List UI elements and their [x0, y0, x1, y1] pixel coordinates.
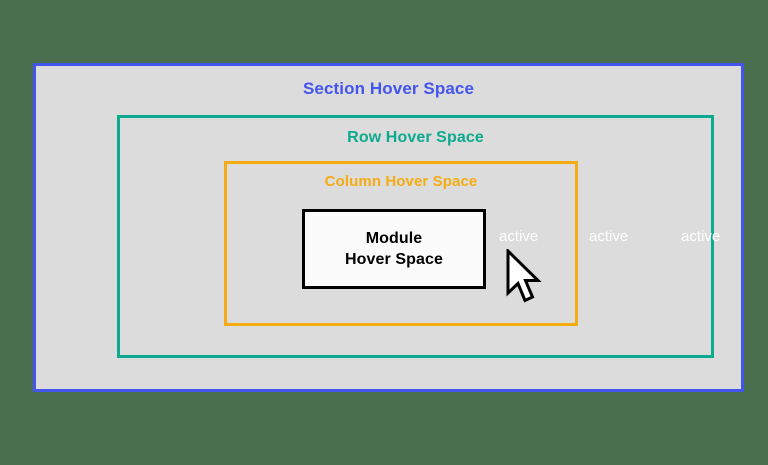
- row-hover-space-label: Row Hover Space: [347, 129, 484, 146]
- module-label-line-2: Hover Space: [344, 251, 444, 268]
- active-marker-section: active: [681, 228, 721, 245]
- module-hover-space-box[interactable]: Module Hover Space: [302, 209, 486, 289]
- section-hover-space-label: Section Hover Space: [302, 79, 475, 98]
- module-label-line-1: Module: [365, 229, 423, 247]
- active-marker-column: active: [499, 228, 539, 245]
- column-hover-space-label: Column Hover Space: [324, 173, 478, 190]
- column-hover-space-box[interactable]: Column Hover Space Module Hover Space: [224, 161, 578, 326]
- active-marker-row: active: [589, 228, 629, 245]
- row-hover-space-box[interactable]: Row Hover Space Column Hover Space Modul…: [117, 115, 714, 358]
- section-hover-space-box[interactable]: Section Hover Space Row Hover Space Colu…: [33, 63, 744, 392]
- module-hover-space-label: Module Hover Space: [345, 228, 443, 270]
